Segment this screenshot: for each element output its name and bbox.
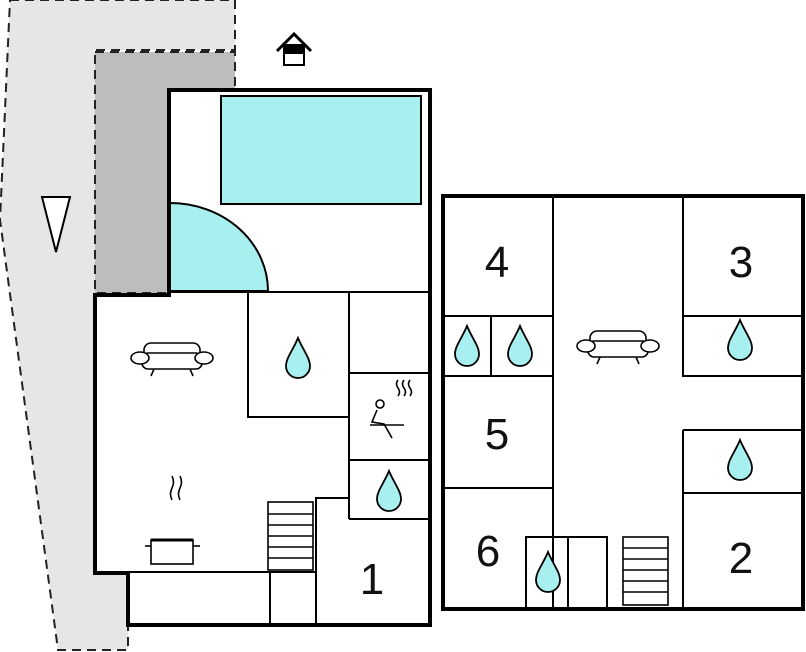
pool-icon	[220, 95, 422, 205]
stairs-icon	[267, 501, 314, 571]
ground-floor-interior-walls	[128, 291, 430, 624]
room-label-1: 1	[360, 555, 384, 604]
sauna-icon	[370, 379, 413, 439]
upper-floor-interior-walls	[443, 196, 803, 609]
kitchen-pot-icon	[145, 475, 200, 565]
room-label-2: 2	[729, 534, 753, 583]
stairs-icon	[622, 536, 669, 606]
ground-floor: 1	[93, 88, 432, 627]
upper-floor: 4 3 5 6 2	[441, 194, 805, 611]
room-label-5: 5	[485, 410, 509, 459]
room-label-3: 3	[729, 238, 753, 287]
room-label-6: 6	[476, 527, 500, 576]
pool-steps	[169, 201, 270, 292]
north-arrow-icon	[40, 196, 72, 253]
house-entrance-icon	[275, 31, 313, 66]
room-label-4: 4	[485, 238, 509, 287]
